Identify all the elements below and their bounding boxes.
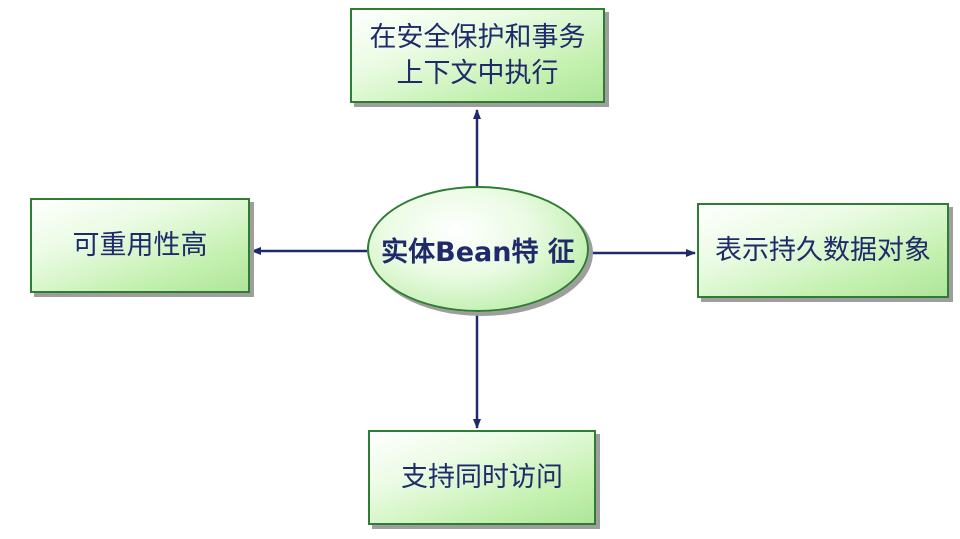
feature-label-left: 可重用性高 bbox=[72, 229, 208, 261]
feature-label-top: 在安全保护和事务 上下文中执行 bbox=[369, 22, 586, 89]
feature-box-bottom: 支持同时访问 bbox=[368, 430, 596, 525]
feature-box-top: 在安全保护和事务 上下文中执行 bbox=[350, 8, 605, 103]
feature-label-right: 表示持久数据对象 bbox=[715, 234, 931, 266]
feature-box-left: 可重用性高 bbox=[30, 198, 250, 293]
center-ellipse: 实体Bean特 征 bbox=[367, 186, 589, 312]
feature-label-bottom: 支持同时访问 bbox=[401, 461, 563, 493]
feature-box-right: 表示持久数据对象 bbox=[697, 203, 949, 298]
center-label: 实体Bean特 征 bbox=[381, 236, 575, 268]
